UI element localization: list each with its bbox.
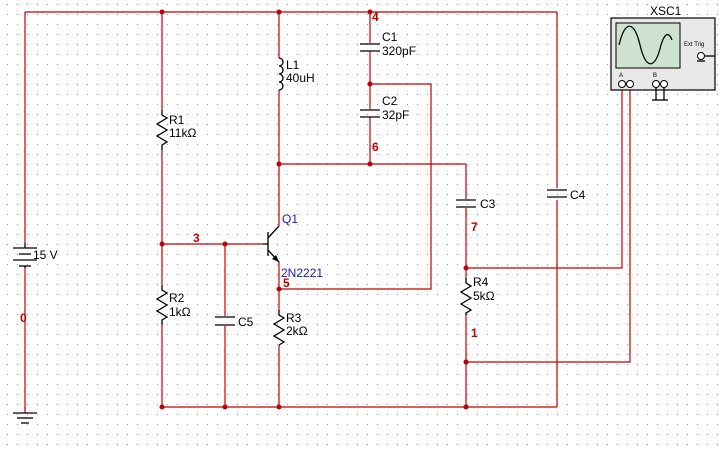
wire-feedback-loop[interactable]	[279, 83, 432, 290]
c2-ref: C2	[382, 94, 398, 108]
net-label-1: 1	[471, 326, 478, 340]
r3-ref: R3	[286, 311, 302, 325]
q1-ref: Q1	[282, 212, 298, 226]
ground-icon	[13, 412, 37, 424]
c1-value: 320pF	[382, 44, 416, 58]
c1-ref: C1	[382, 30, 398, 44]
junction-dot	[463, 404, 469, 410]
r2-ref: R2	[169, 291, 185, 305]
junctions	[159, 9, 469, 410]
junction-dot	[276, 161, 282, 167]
capacitor-icon[interactable]	[547, 189, 567, 198]
junction-dot	[276, 404, 282, 410]
wires	[24, 11, 631, 413]
scope-ext-trig-label: Ext Trig	[684, 42, 704, 48]
junction-dot	[159, 9, 165, 15]
r3-value: 2kΩ	[286, 324, 308, 338]
r4-value: 5kΩ	[473, 289, 495, 303]
r1-value: 11kΩ	[169, 126, 196, 140]
resistor-icon[interactable]	[155, 110, 169, 150]
wire-node1-scope[interactable]	[466, 90, 631, 363]
l1-value: 40uH	[286, 71, 315, 85]
oscilloscope-icon[interactable]	[610, 17, 716, 101]
junction-dot	[367, 161, 373, 167]
capacitor-icon[interactable]	[215, 316, 235, 326]
junction-dot	[222, 241, 228, 247]
capacitor-icon[interactable]	[456, 199, 476, 208]
r4-ref: R4	[473, 275, 489, 289]
battery-icon[interactable]	[13, 243, 37, 268]
c4-ref: C4	[570, 188, 586, 202]
q1-model: 2N2221	[281, 266, 323, 280]
resistor-icon[interactable]	[459, 278, 473, 315]
net-label-4: 4	[372, 10, 379, 24]
junction-dot	[463, 265, 469, 271]
r1-ref: R1	[169, 113, 185, 127]
c2-value: 32pF	[382, 108, 409, 122]
c3-ref: C3	[480, 197, 496, 211]
net-label-5: 5	[283, 276, 290, 290]
battery-label: 15 V	[33, 248, 58, 262]
junction-dot	[159, 404, 165, 410]
junction-dot	[222, 404, 228, 410]
inductor-icon[interactable]	[278, 57, 284, 91]
npn-transistor-icon[interactable]	[263, 225, 280, 263]
junction-dot	[276, 286, 282, 292]
capacitor-icon[interactable]	[360, 43, 380, 52]
net-label-3: 3	[193, 231, 200, 245]
junction-dot	[276, 9, 282, 15]
scope-channel-a-label: A	[619, 73, 623, 79]
junction-dot	[367, 81, 373, 87]
scope-channel-b-label: B	[653, 73, 657, 79]
scope-ref: XSC1	[650, 4, 682, 18]
resistor-icon[interactable]	[272, 310, 286, 346]
l1-ref: L1	[286, 58, 300, 72]
net-label-7: 7	[471, 220, 478, 234]
c5-ref: C5	[238, 315, 254, 329]
wire-node7-scope-a[interactable]	[466, 90, 623, 269]
net-label-6: 6	[372, 140, 379, 154]
junction-dot	[159, 241, 165, 247]
capacitor-icon[interactable]	[360, 109, 380, 118]
net-label-0: 0	[20, 311, 27, 325]
r2-value: 1kΩ	[169, 305, 191, 319]
resistor-icon[interactable]	[155, 285, 169, 325]
junction-dot	[367, 9, 373, 15]
junction-dot	[463, 359, 469, 365]
